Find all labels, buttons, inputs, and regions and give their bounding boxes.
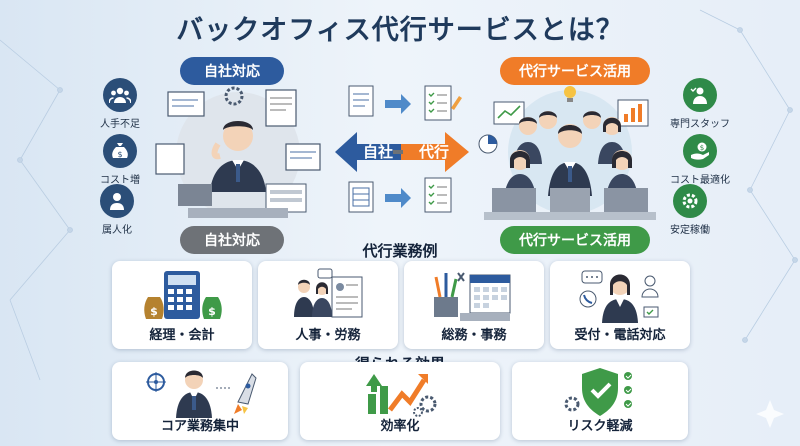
benefit-cost-optimization: $ コスト最適化: [670, 134, 730, 186]
service-card-general-affairs: 総務・事務: [404, 261, 544, 349]
service-label: 総務・事務: [441, 328, 507, 343]
left-bottom-label: 自社対応: [180, 226, 284, 254]
risk-shield-icon: [564, 368, 632, 416]
service-label: 受付・電話対応: [574, 328, 666, 343]
issue-label: 属人化: [102, 225, 132, 236]
benefit-label: 専門スタッフ: [670, 119, 730, 130]
service-card-reception: 受付・電話対応: [550, 261, 690, 349]
benefit-label: コスト最適化: [670, 175, 730, 186]
general-affairs-icon: [434, 272, 511, 321]
people-group-icon: [103, 78, 137, 112]
outsource-arrow-label: 代行: [418, 142, 449, 161]
process-arrows-illustration: [335, 85, 469, 213]
svg-text:$: $: [208, 305, 216, 318]
in-house-arrow-label: 自社: [362, 142, 393, 161]
service-card-hr: 人事・労務: [258, 261, 398, 349]
effect-card-risk-reduction: リスク軽減: [512, 362, 688, 440]
svg-text:$: $: [700, 144, 704, 152]
stressed-worker-illustration: [155, 86, 321, 218]
cost-optimization-icon: $: [683, 134, 717, 168]
effect-card-efficiency: 効率化: [300, 362, 500, 440]
issue-label: コスト増: [100, 175, 140, 186]
effect-card-core-focus: コア業務集中: [112, 362, 288, 440]
professional-team-illustration: [478, 86, 656, 220]
single-person-icon: [100, 184, 134, 218]
svg-text:$: $: [150, 305, 158, 318]
money-bag-icon: $: [103, 134, 137, 168]
issue-siloed-knowledge: 属人化: [100, 184, 134, 236]
core-focus-icon: [146, 370, 257, 418]
benefit-expert-staff: 専門スタッフ: [670, 78, 730, 130]
svg-text:$: $: [117, 150, 122, 159]
page-title: バックオフィス代行サービスとは？: [176, 15, 624, 46]
issue-cost-increase: $ コスト増: [100, 134, 140, 186]
service-label: 人事・労務: [295, 328, 361, 343]
effect-label: コア業務集中: [160, 419, 239, 434]
services-heading: 代行業務例: [362, 242, 438, 260]
left-top-label: 自社対応: [180, 57, 284, 85]
reception-icon: [579, 270, 659, 323]
issue-understaffed: 人手不足: [100, 78, 140, 130]
expert-staff-icon: [683, 78, 717, 112]
benefit-stable-operation: 安定稼働: [670, 184, 710, 236]
hr-icon: [294, 268, 363, 318]
right-bottom-label: 代行サービス活用: [500, 226, 650, 254]
benefit-label: 安定稼働: [670, 225, 710, 236]
issue-label: 人手不足: [100, 119, 140, 130]
stable-gear-icon: [673, 184, 707, 218]
effect-label: 効率化: [380, 419, 420, 434]
service-label: 経理・会計: [149, 328, 215, 343]
efficiency-icon: [366, 374, 437, 417]
service-card-accounting: $ $ 経理・会計: [112, 261, 252, 349]
effect-label: リスク軽減: [567, 419, 633, 434]
right-top-label: 代行サービス活用: [500, 57, 650, 85]
accounting-icon: $ $: [144, 271, 222, 319]
